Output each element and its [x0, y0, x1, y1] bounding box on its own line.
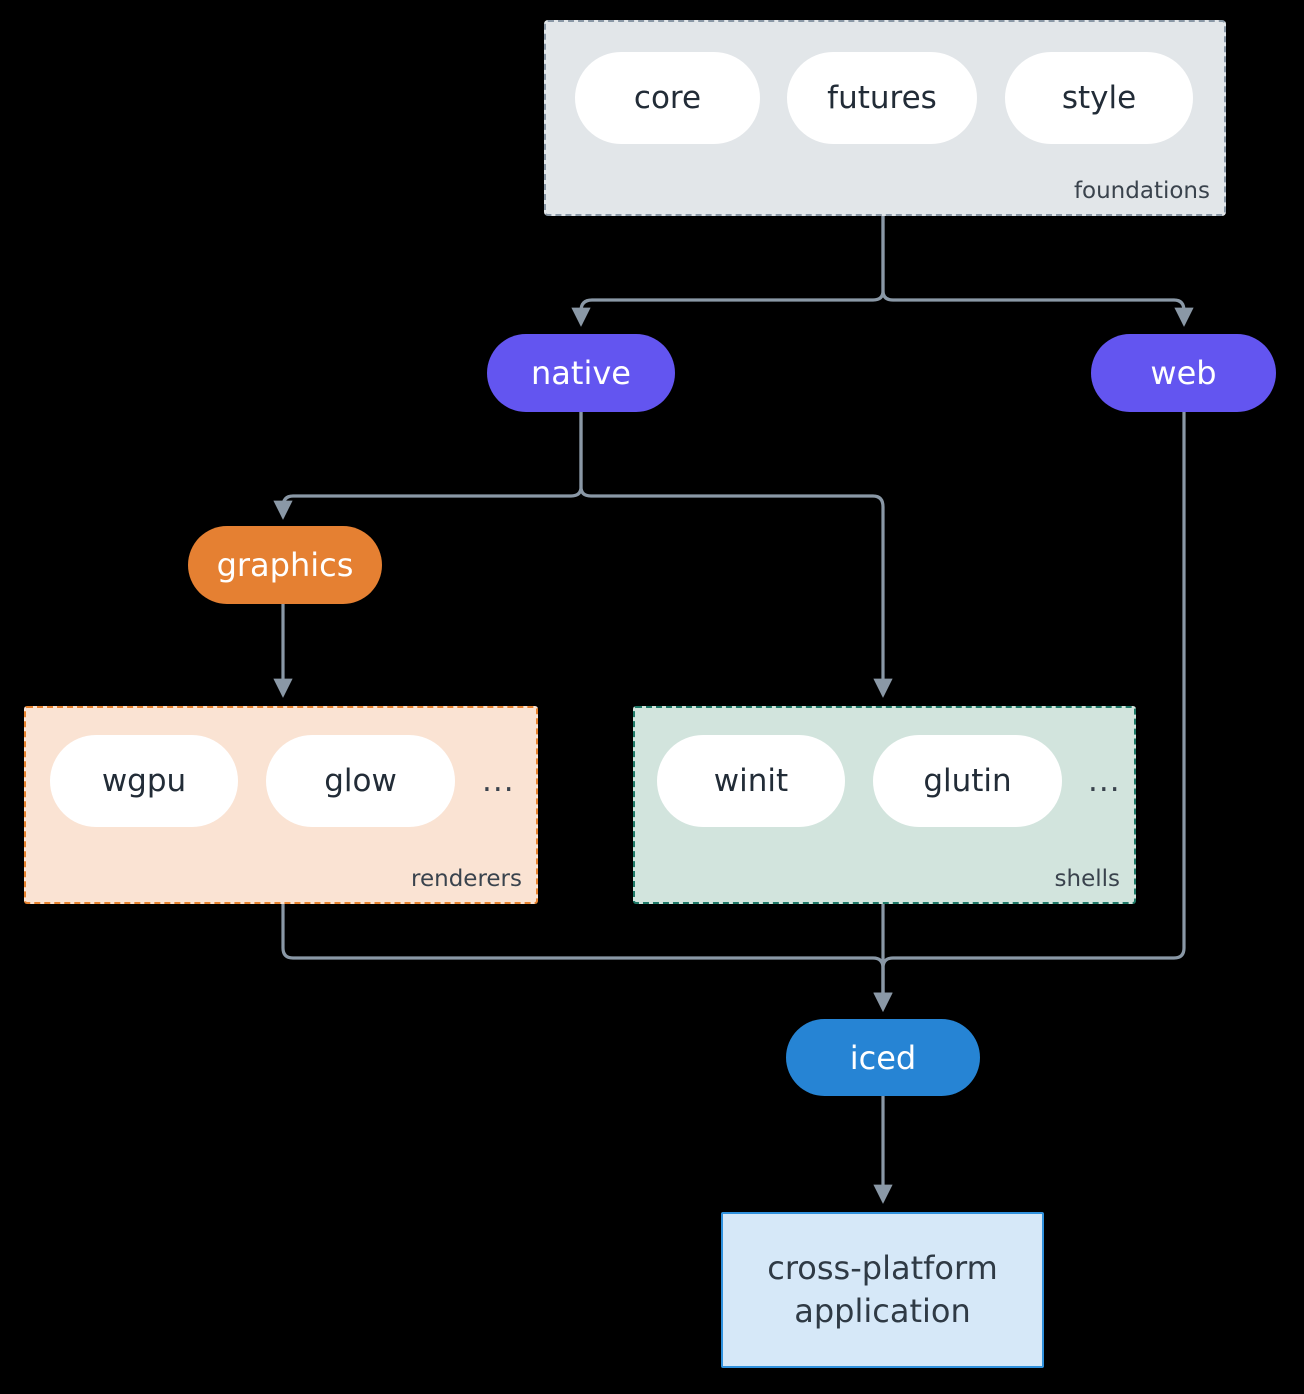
group-label-renderers: renderers: [411, 866, 522, 892]
pill-core[interactable]: core: [575, 52, 760, 144]
app-label-line2: application: [794, 1292, 971, 1330]
edge-web-iced: [873, 410, 1186, 1012]
edge-native-shells: [579, 410, 893, 698]
pill-wgpu[interactable]: wgpu: [50, 735, 238, 827]
edge-foundations-web: [881, 214, 1194, 327]
pill-glow[interactable]: glow: [266, 735, 455, 827]
edge-native-graphics: [273, 410, 583, 520]
group-label-foundations: foundations: [1073, 178, 1210, 204]
edge-foundations-native: [571, 214, 885, 327]
node-graphics[interactable]: graphics: [188, 526, 382, 604]
pill-style[interactable]: style: [1005, 52, 1193, 144]
edge-renderers-iced: [281, 902, 893, 1012]
node-cross-platform-application[interactable]: cross-platform application: [721, 1212, 1044, 1368]
renderers-more-ellipsis: ...: [482, 763, 515, 799]
pill-futures[interactable]: futures: [787, 52, 977, 144]
node-web[interactable]: web: [1091, 334, 1276, 412]
group-label-shells: shells: [1054, 866, 1120, 892]
pill-winit[interactable]: winit: [657, 735, 845, 827]
node-iced[interactable]: iced: [786, 1019, 980, 1096]
app-label-line1: cross-platform: [767, 1248, 998, 1287]
node-native[interactable]: native: [487, 334, 675, 412]
pill-glutin[interactable]: glutin: [873, 735, 1062, 827]
shells-more-ellipsis: ...: [1088, 763, 1121, 799]
